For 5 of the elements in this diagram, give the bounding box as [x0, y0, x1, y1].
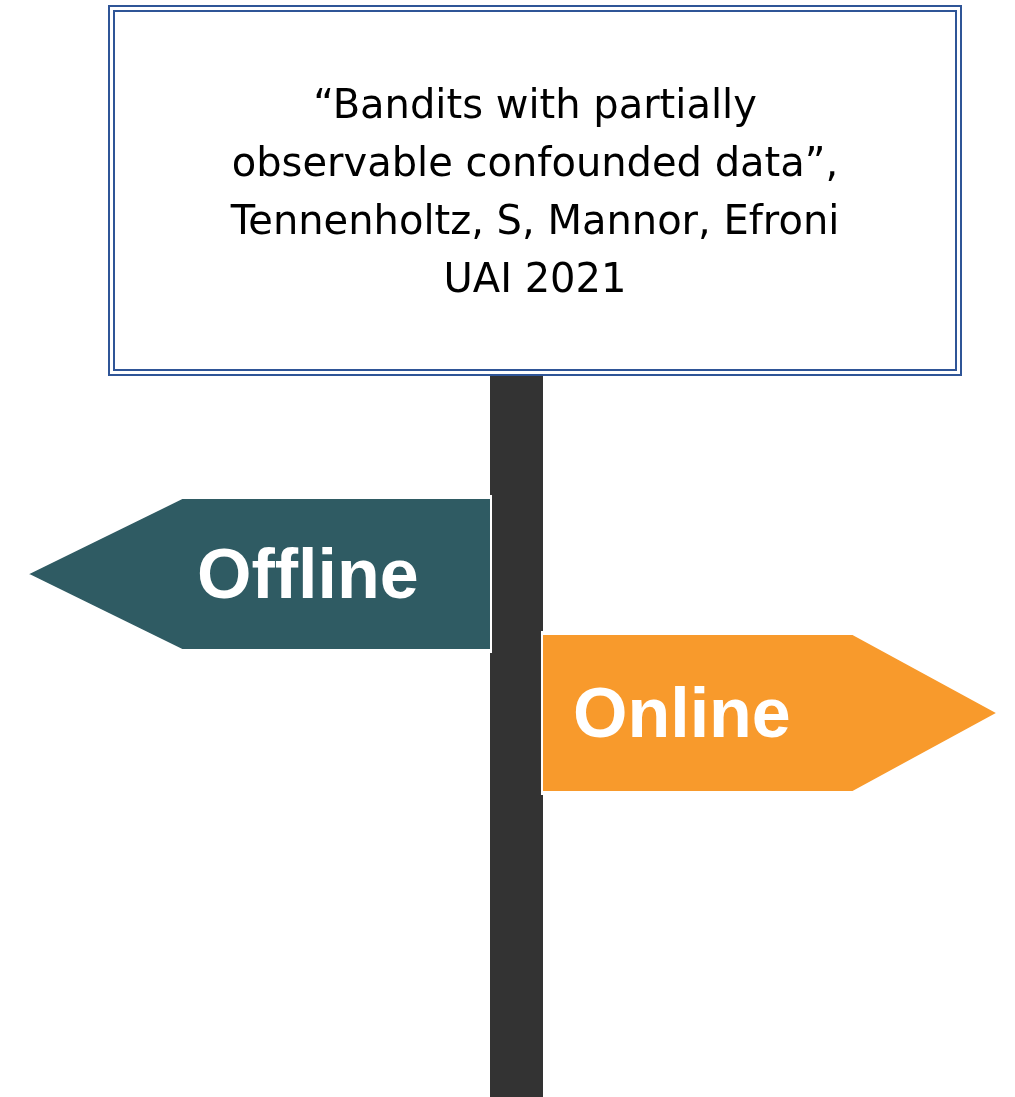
citation-box — [108, 5, 962, 376]
sign-label: Online — [573, 673, 791, 753]
citation-text: “Bandits with partially observable confounded data”, Tennenholtz, S, Mannor, Efroni — [229, 79, 841, 245]
sign-label: Offline — [197, 534, 419, 614]
citation-text: UAI 2021 — [443, 253, 627, 303]
